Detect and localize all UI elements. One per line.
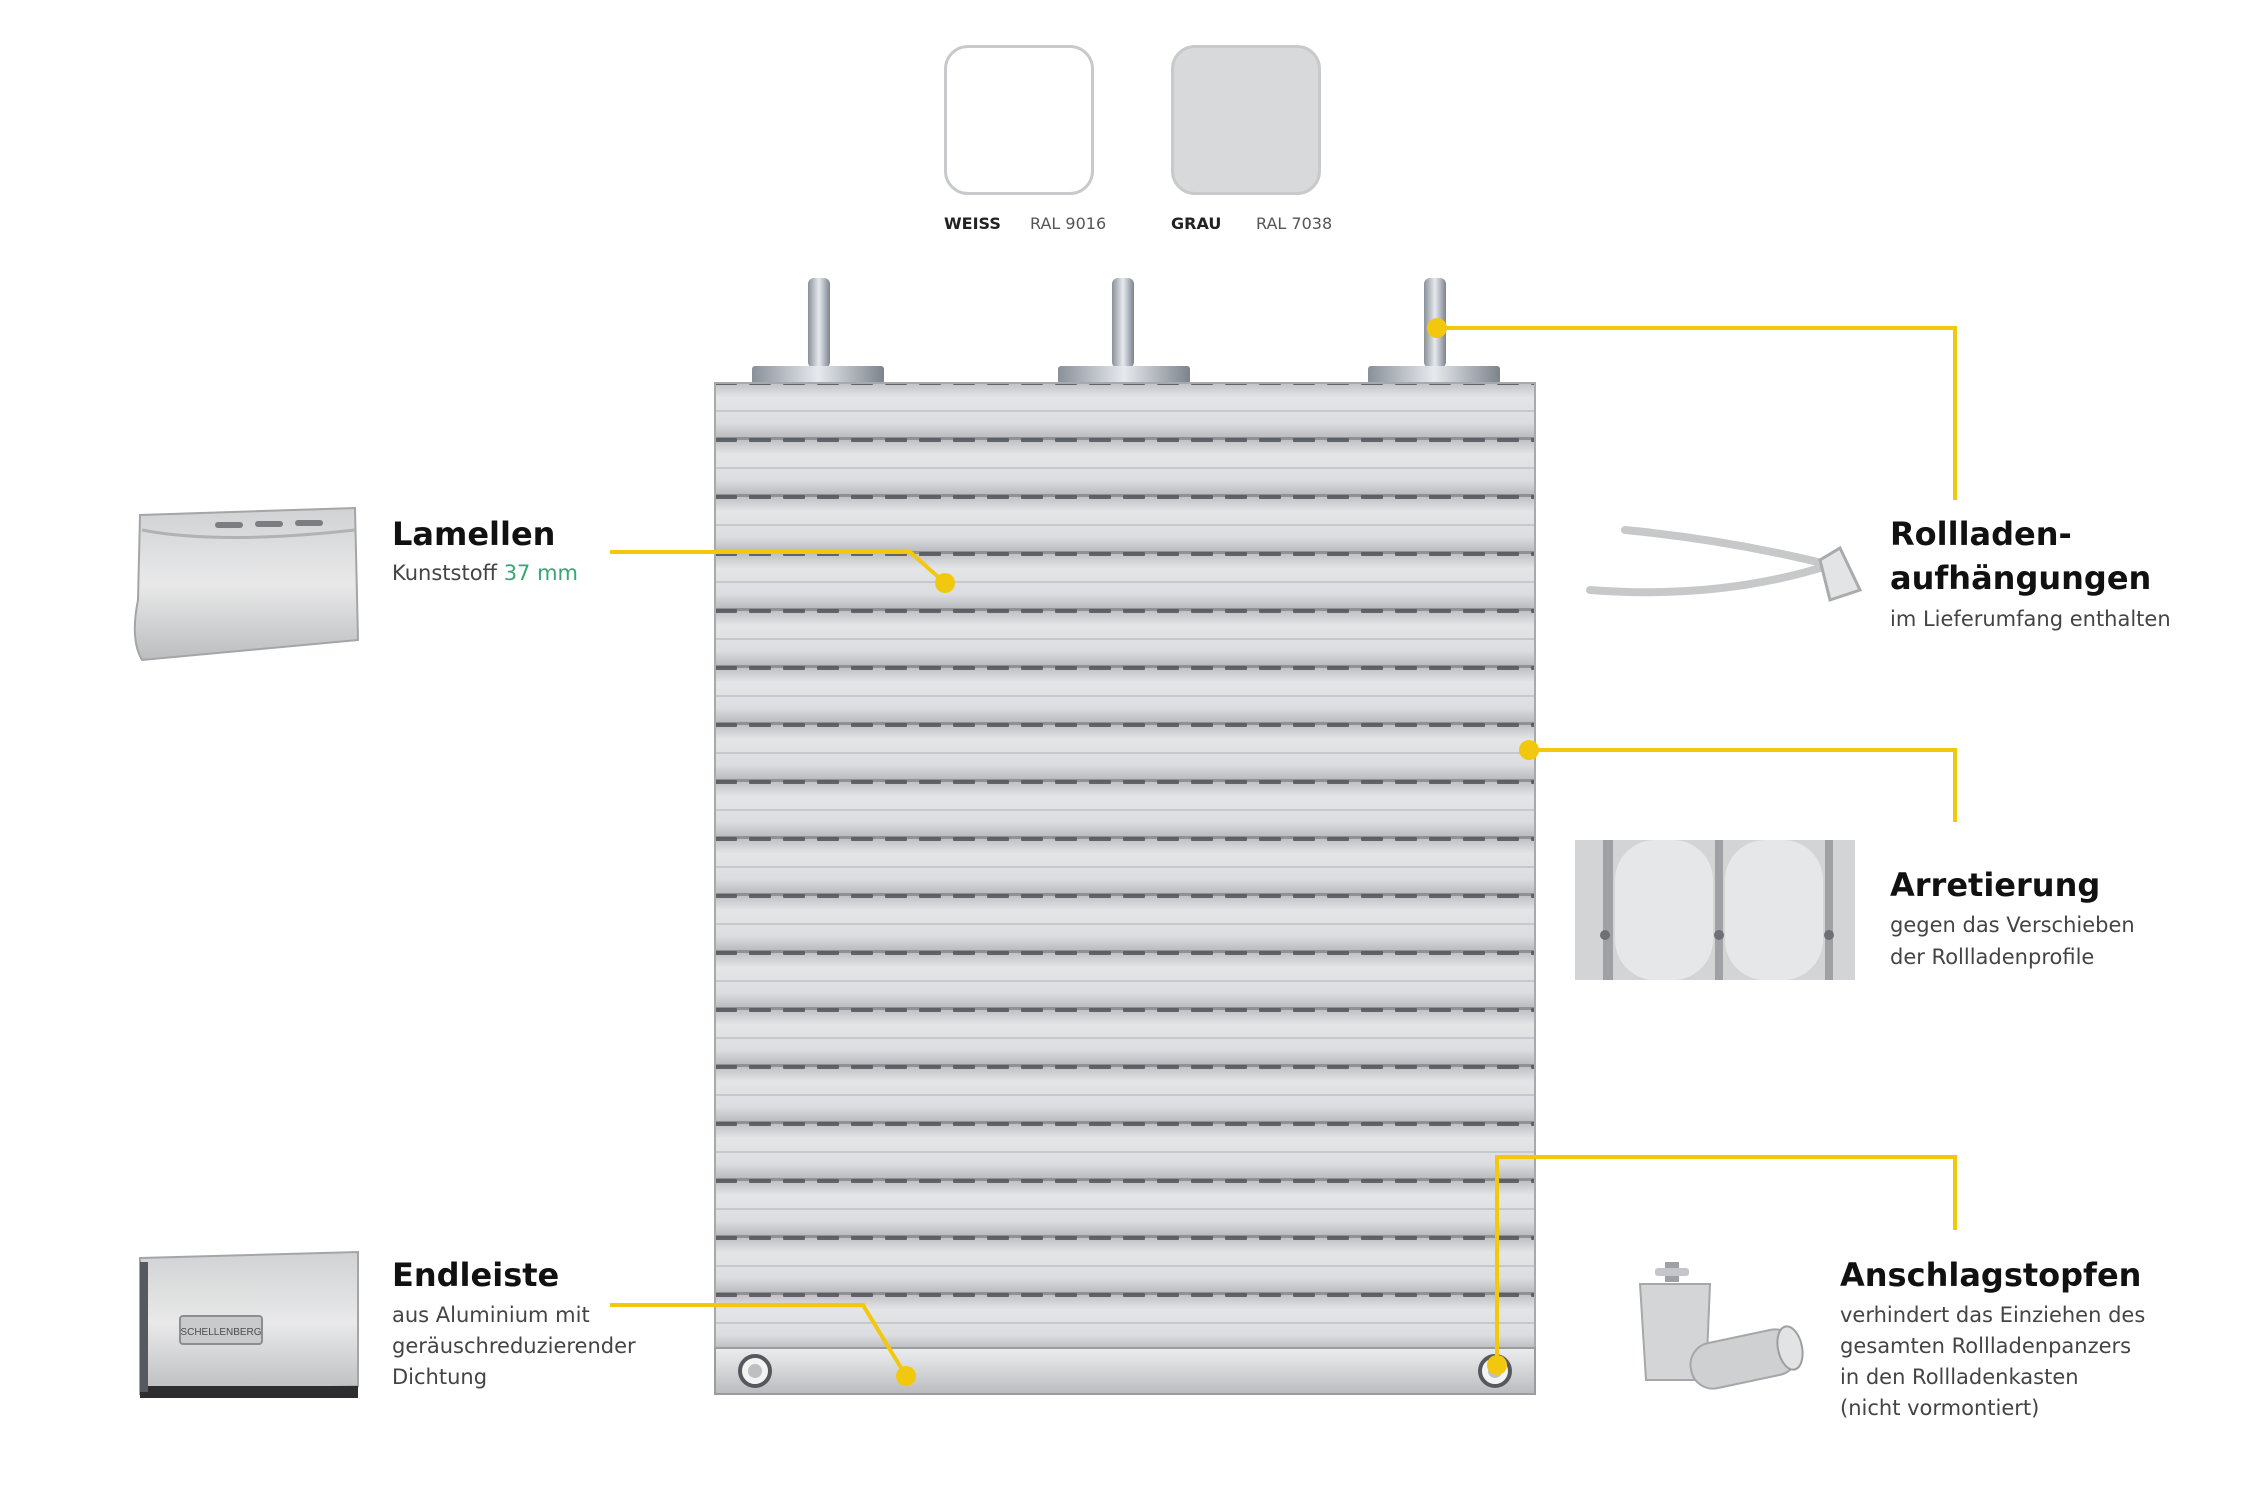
arretierung-desc-1: gegen das Verschieben	[1890, 913, 2135, 937]
swatch-grey-name: GRAU	[1171, 214, 1222, 233]
end-bar-profile-icon: SCHELLENBERG	[139, 1250, 359, 1398]
swatch-white-name: WEISS	[944, 214, 1001, 233]
hanger-right	[1368, 278, 1500, 384]
swatch-white-ral: RAL 9016	[1030, 214, 1107, 233]
anschlag-desc-4: (nicht vormontiert)	[1840, 1396, 2040, 1420]
anschlag-desc-2: gesamten Rollladenpanzers	[1840, 1334, 2132, 1358]
end-bar	[714, 1347, 1536, 1395]
brand-mark: SCHELLENBERG	[180, 1327, 261, 1338]
anschlag-title: Anschlagstopfen	[1840, 1256, 2142, 1294]
anschlag-desc-1: verhindert das Einziehen des	[1840, 1303, 2146, 1327]
arretierung-desc-2: der Rollladenprofile	[1890, 945, 2095, 969]
swatch-grey-ral: RAL 7038	[1256, 214, 1333, 233]
lamellen-title: Lamellen	[392, 515, 556, 553]
swatch-grey	[1171, 45, 1321, 195]
aufhaengung-desc: im Lieferumfang enthalten	[1890, 607, 2171, 631]
hanger-left	[752, 278, 884, 384]
lamellen-desc-prefix: Kunststoff	[392, 561, 504, 585]
stopper-plug-icon	[1638, 1262, 1804, 1390]
locking-detail-icon	[1575, 840, 1855, 980]
hanger-strap-icon	[1586, 526, 1863, 602]
lamellen-desc: Kunststoff 37 mm	[392, 558, 578, 589]
anschlag-desc-3: in den Rollladenkasten	[1840, 1365, 2079, 1389]
swatch-white	[944, 45, 1094, 195]
endleiste-desc-3: Dichtung	[392, 1365, 488, 1389]
endleiste-title: Endleiste	[392, 1256, 560, 1294]
aufhaengung-title-2: aufhängungen	[1890, 559, 2152, 597]
endleiste-desc-2: geräuschreduzierender	[392, 1334, 636, 1358]
arretierung-title: Arretierung	[1890, 866, 2101, 904]
lamella-profile-icon	[133, 506, 360, 662]
callout-lines	[610, 326, 1957, 1378]
shutter-slots	[715, 383, 1535, 1350]
hanger-middle	[1058, 278, 1190, 384]
endleiste-desc-1: aus Aluminium mit	[392, 1303, 590, 1327]
callout-dots	[896, 318, 1539, 1386]
lamellen-desc-accent: 37 mm	[503, 561, 578, 585]
aufhaengung-title-1: Rollladen-	[1890, 515, 2072, 553]
